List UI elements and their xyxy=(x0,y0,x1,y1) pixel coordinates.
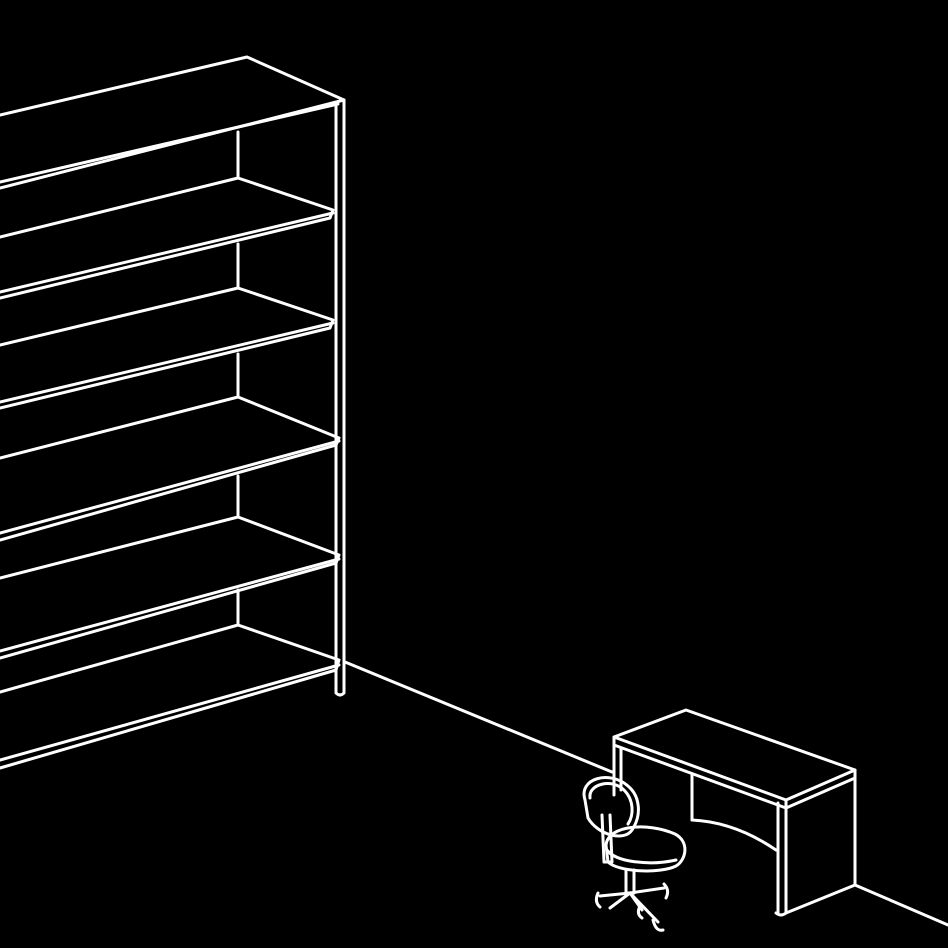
office-chair xyxy=(582,776,687,932)
desk xyxy=(612,708,857,917)
chair-backrest xyxy=(582,776,640,838)
shelf-2 xyxy=(0,286,335,410)
shelf-1 xyxy=(0,176,335,300)
bookshelf-top xyxy=(0,55,346,190)
shelf-4 xyxy=(0,515,341,660)
chair-seat xyxy=(604,825,687,873)
bookshelf xyxy=(0,55,346,770)
desk-cabinet xyxy=(784,768,857,915)
floor-wall-edge xyxy=(343,660,948,927)
shelf-5 xyxy=(0,623,341,770)
chair-base xyxy=(598,886,666,924)
bookshelf-right-post xyxy=(334,98,346,697)
shelf-3 xyxy=(0,395,341,542)
